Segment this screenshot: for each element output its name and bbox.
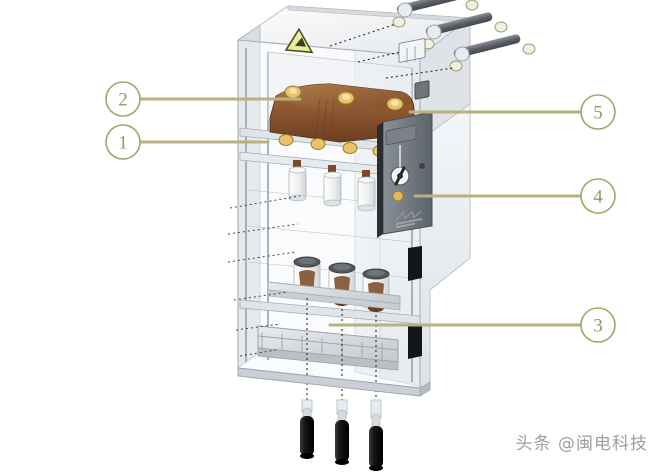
watermark-text: 头条 @闽电科技: [515, 434, 648, 454]
outgoing-cables: [300, 399, 383, 471]
right-panel-vent-slots: [408, 246, 422, 359]
callout-markers: 2 1 5 4 3: [105, 81, 616, 343]
solid-insulated-busbar-unit: [269, 83, 415, 157]
cabinet-plinth: [237, 367, 431, 397]
callout-3[interactable]: 3: [580, 307, 616, 343]
bottom-cable-tray: [257, 325, 399, 371]
callout-leader-lines: [138, 97, 583, 327]
callout-5-label: 5: [593, 103, 603, 124]
manufacturer-logo: [395, 210, 422, 229]
top-busbar-connection-rods: [329, 0, 536, 79]
panel-indicator-window: [398, 38, 426, 63]
left-detail-leaders: [227, 195, 301, 357]
callout-2[interactable]: 2: [105, 81, 141, 117]
cable-termination-units: [267, 256, 401, 312]
busbar-bolt: [284, 85, 404, 111]
high-voltage-warning-triangle-icon: [284, 27, 314, 54]
insulator-bushings: [288, 160, 376, 212]
panel-indicator-lamp: [392, 190, 404, 202]
callout-4[interactable]: 4: [580, 178, 616, 214]
control-panel: [377, 38, 433, 238]
callout-1[interactable]: 1: [105, 124, 141, 160]
callout-3-label: 3: [593, 316, 603, 337]
callout-5[interactable]: 5: [580, 94, 616, 130]
panel-operating-switch[interactable]: [390, 145, 410, 186]
callout-2-label: 2: [118, 90, 128, 111]
callout-1-label: 1: [118, 133, 128, 154]
callout-4-label: 4: [593, 187, 603, 208]
panel-access-port[interactable]: [414, 80, 430, 169]
